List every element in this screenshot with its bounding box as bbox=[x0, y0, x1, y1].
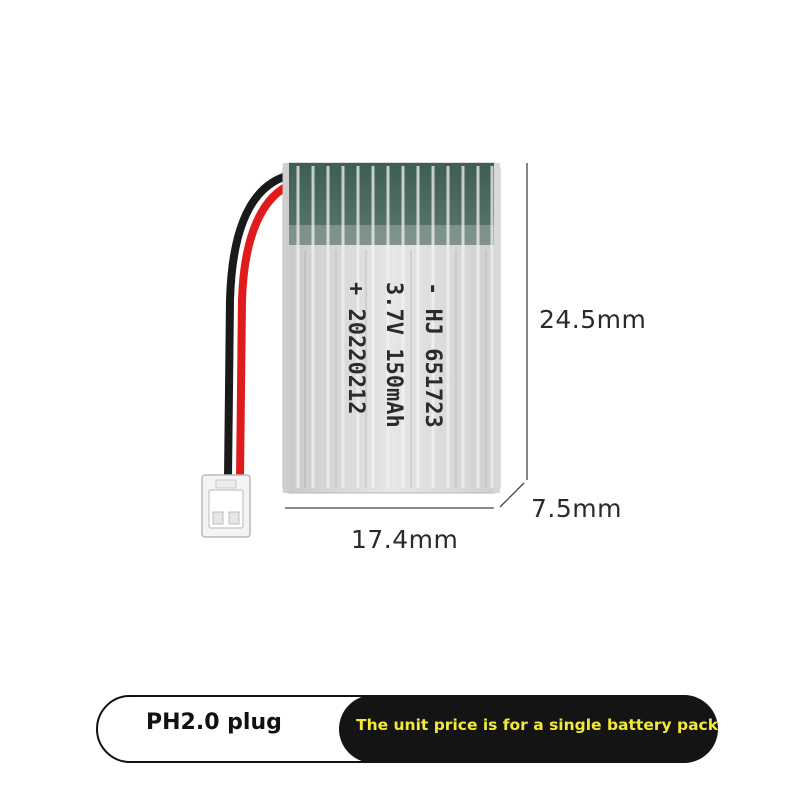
battery-spec-text: 3.7V 150mAh bbox=[381, 282, 406, 428]
connector-plug-image bbox=[201, 474, 251, 538]
price-note-text: The unit price is for a single battery p… bbox=[356, 716, 719, 734]
red-wire bbox=[236, 180, 296, 482]
depth-dimension-label: 7.5mm bbox=[531, 494, 622, 523]
plug-type-label: PH2.0 plug bbox=[146, 710, 282, 735]
width-dimension-label: 17.4mm bbox=[351, 525, 459, 554]
dimension-line bbox=[285, 163, 528, 509]
price-note-badge bbox=[339, 695, 718, 763]
battery-date-text: + 20220212 bbox=[343, 282, 368, 414]
battery-model-text: - HJ 651723 bbox=[420, 282, 445, 428]
black-wire bbox=[224, 171, 294, 482]
lead-wires bbox=[224, 171, 296, 482]
battery-pack-image bbox=[282, 162, 501, 494]
height-dimension-label: 24.5mm bbox=[539, 305, 647, 334]
